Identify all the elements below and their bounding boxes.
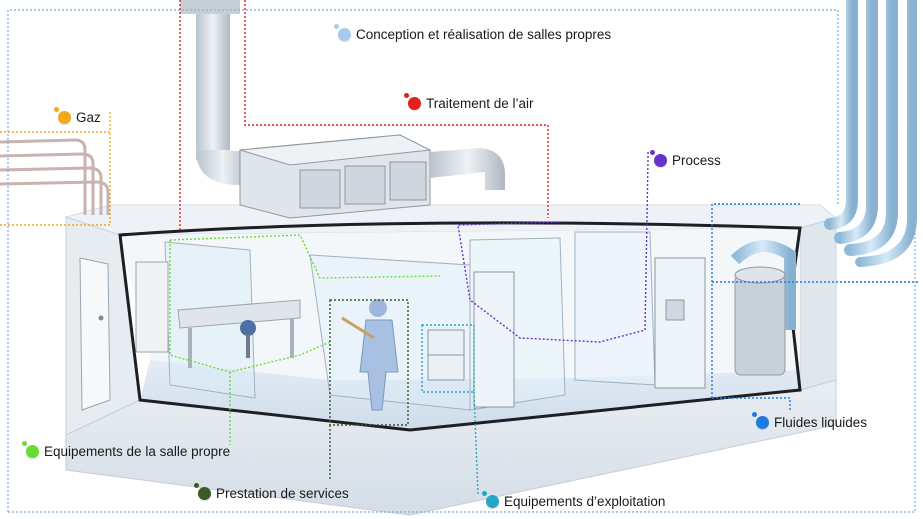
line-process [457, 152, 649, 343]
air-dot-icon [404, 93, 421, 110]
label-air: Traitement de l’air [404, 93, 534, 111]
label-equipements-exploitation-text: Equipements d’exploitation [504, 494, 666, 509]
label-gaz: Gaz [54, 107, 101, 125]
glass-partition-far [574, 231, 656, 386]
door-window [665, 299, 685, 321]
line-air [179, 0, 549, 232]
ahu-top [239, 134, 432, 166]
process-tank [730, 240, 796, 376]
label-air-text: Traitement de l’air [426, 96, 534, 111]
label-conception-text: Conception et réalisation de salles prop… [356, 27, 612, 42]
line-prestation [329, 299, 409, 480]
gaz-dot-icon [54, 107, 71, 124]
interior-door-1 [473, 271, 515, 408]
line-gaz [0, 112, 111, 226]
chair-seat [240, 320, 256, 336]
air-handling [180, 0, 505, 219]
cabinet [135, 261, 169, 353]
line-equipements-salle [169, 234, 441, 445]
line-fluides [711, 203, 920, 412]
equipements-salle-dot-icon [22, 441, 39, 458]
interior-door-2 [654, 257, 706, 389]
bench-leg-1 [188, 328, 192, 368]
ahu-panel-1 [299, 169, 341, 209]
door-handle-icon [98, 315, 104, 321]
line-equipements-exploitation [421, 324, 479, 496]
chair-stem [246, 334, 250, 358]
label-fluides-text: Fluides liquides [774, 415, 868, 430]
label-conception: Conception et réalisation de salles prop… [334, 24, 612, 42]
conception-dot-icon [334, 24, 351, 41]
air-duct-top [180, 0, 240, 14]
lab-bench [177, 299, 301, 329]
fluid-pipes [824, 0, 917, 267]
interior [135, 231, 796, 411]
label-equipements-salle-text: Equipements de la salle propre [44, 444, 231, 459]
cutaway-outline [118, 221, 802, 432]
label-prestation-text: Prestation de services [216, 486, 349, 501]
equipements-exploitation-dot-icon [482, 491, 499, 508]
label-process-text: Process [672, 153, 721, 168]
bench-leg-2 [290, 318, 294, 358]
operator-figure [341, 299, 399, 411]
air-duct-vertical [196, 0, 230, 160]
line-conception [7, 9, 839, 512]
gas-pipes [0, 138, 110, 215]
label-fluides: Fluides liquides [752, 412, 868, 430]
label-equipements-exploitation: Equipements d’exploitation [482, 491, 666, 509]
fluides-dot-icon [752, 412, 769, 429]
prestation-dot-icon [194, 483, 211, 500]
left-door [79, 257, 111, 411]
ahu-panel-3 [389, 161, 427, 201]
label-gaz-text: Gaz [76, 110, 101, 125]
ahu-panel-2 [344, 165, 386, 205]
right-wall [799, 217, 837, 391]
process-dot-icon [650, 150, 667, 167]
air-duct-right [430, 148, 505, 190]
label-prestation: Prestation de services [194, 483, 349, 501]
air-duct-elbow [196, 150, 250, 185]
label-process: Process [650, 150, 721, 168]
label-equipements-salle: Equipements de la salle propre [22, 441, 231, 459]
